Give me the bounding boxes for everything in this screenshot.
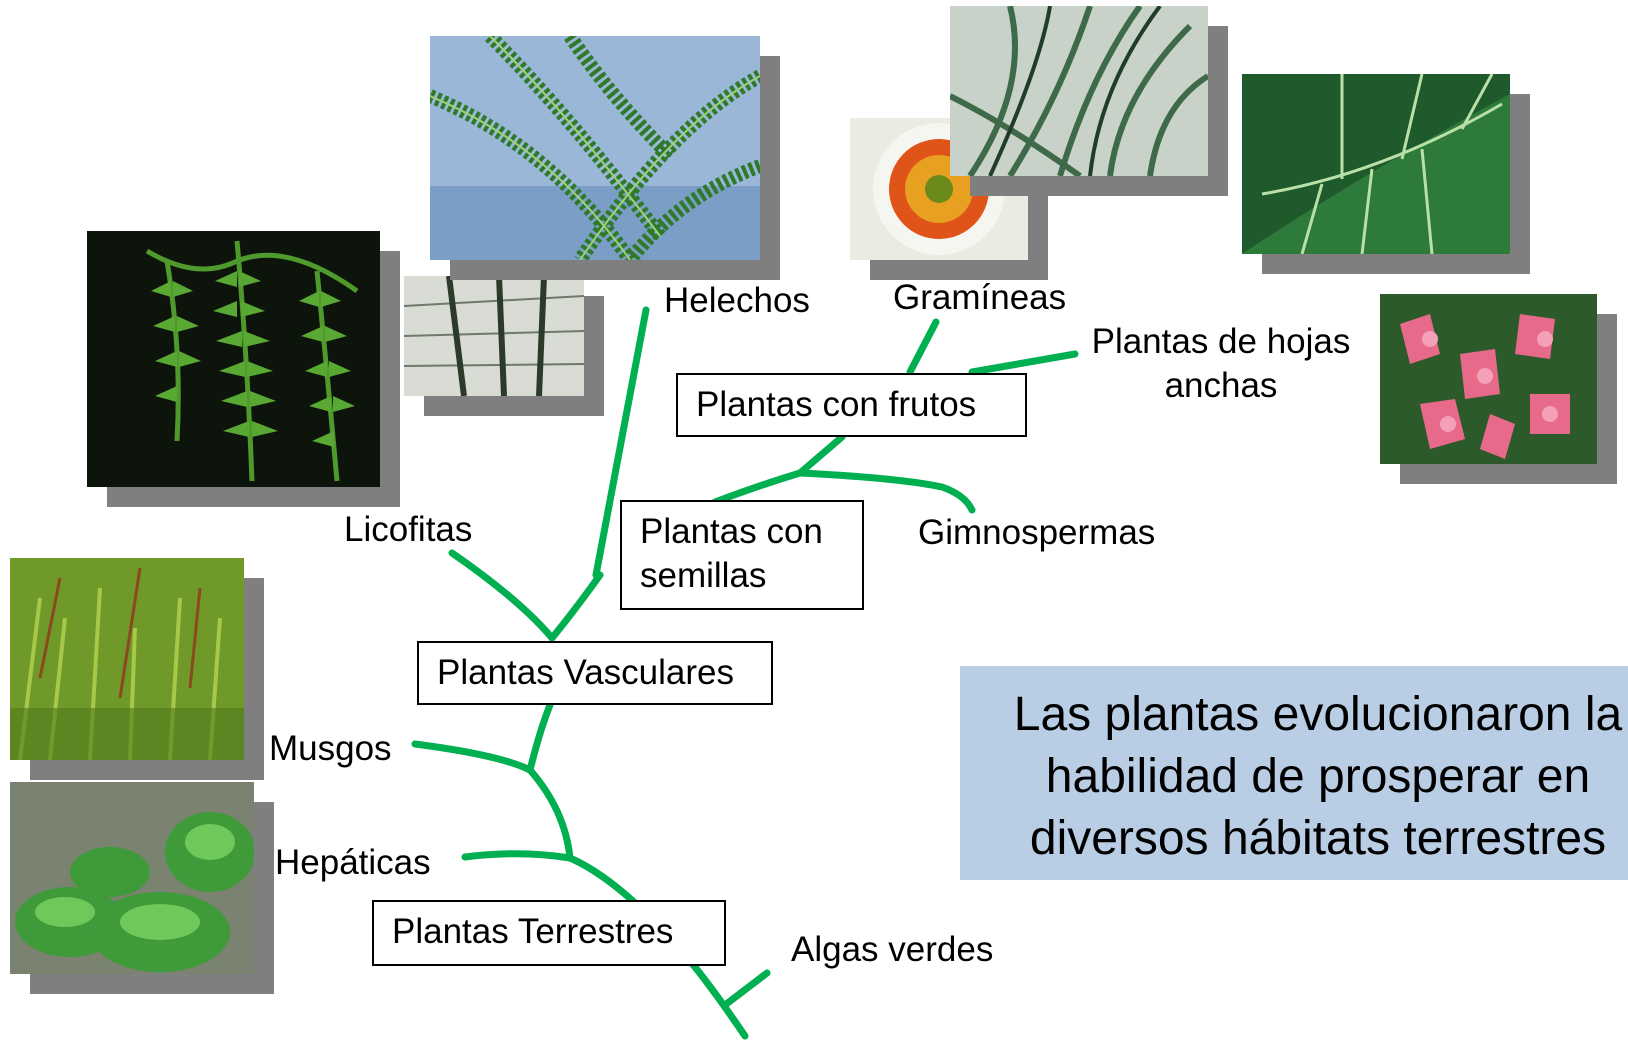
- helechos-branch: [592, 306, 650, 579]
- algas-branch: [721, 969, 771, 1009]
- liverwort-photo: [10, 782, 254, 974]
- node-semillas-line2: semillas: [640, 556, 767, 595]
- label-hepaticas: Hepáticas: [275, 843, 431, 882]
- callout-line2: habilidad de prosperar en: [1045, 750, 1591, 803]
- label-hojas-anchas: Plantas de hojas anchas: [1083, 320, 1359, 408]
- gramineas-branch: [906, 318, 940, 376]
- broadleaf-photo: [1242, 74, 1510, 254]
- node-plantas-con-frutos: Plantas con frutos: [676, 373, 1027, 437]
- label-gramineas: Gramíneas: [893, 278, 1067, 317]
- label-hojas-anchas-line2: anchas: [1164, 366, 1278, 405]
- trunk-branch: [526, 701, 749, 1040]
- label-licofitas: Licofitas: [344, 510, 473, 549]
- label-gimnospermas: Gimnospermas: [918, 513, 1156, 552]
- node-semillas-line1: Plantas con: [640, 512, 823, 551]
- node-plantas-vasculares: Plantas Vasculares: [417, 641, 773, 705]
- gimnospermas-branch: [796, 469, 976, 514]
- moss-photo: [10, 558, 244, 760]
- licofita-photo: [87, 231, 380, 487]
- frutos-stem: [796, 433, 846, 477]
- node-plantas-terrestres: Plantas Terrestres: [372, 900, 726, 966]
- label-hojas-anchas-line1: Plantas de hojas: [1091, 322, 1351, 361]
- callout-line1: Las plantas evolucionaron la: [1013, 688, 1623, 741]
- musgos-branch: [411, 740, 534, 774]
- hepaticas-branch: [461, 850, 574, 862]
- evolution-callout: Las plantas evolucionaron la habilidad d…: [960, 666, 1628, 880]
- label-helechos: Helechos: [664, 281, 810, 320]
- label-algas-verdes: Algas verdes: [791, 930, 994, 969]
- licofitas-branch: [448, 549, 556, 642]
- hojas-anchas-branch: [968, 350, 1079, 376]
- lycopod-detail-photo: [404, 276, 584, 396]
- grass-photo: [950, 6, 1208, 176]
- node-plantas-con-semillas: Plantas con semillas: [620, 500, 864, 610]
- callout-line3: diversos hábitats terrestres: [1029, 812, 1607, 865]
- fern-photo: [430, 36, 760, 260]
- label-musgos: Musgos: [269, 729, 392, 768]
- pink-flower-photo: [1380, 294, 1597, 464]
- vasculares-stem: [548, 571, 604, 642]
- semillas-stem: [711, 469, 804, 506]
